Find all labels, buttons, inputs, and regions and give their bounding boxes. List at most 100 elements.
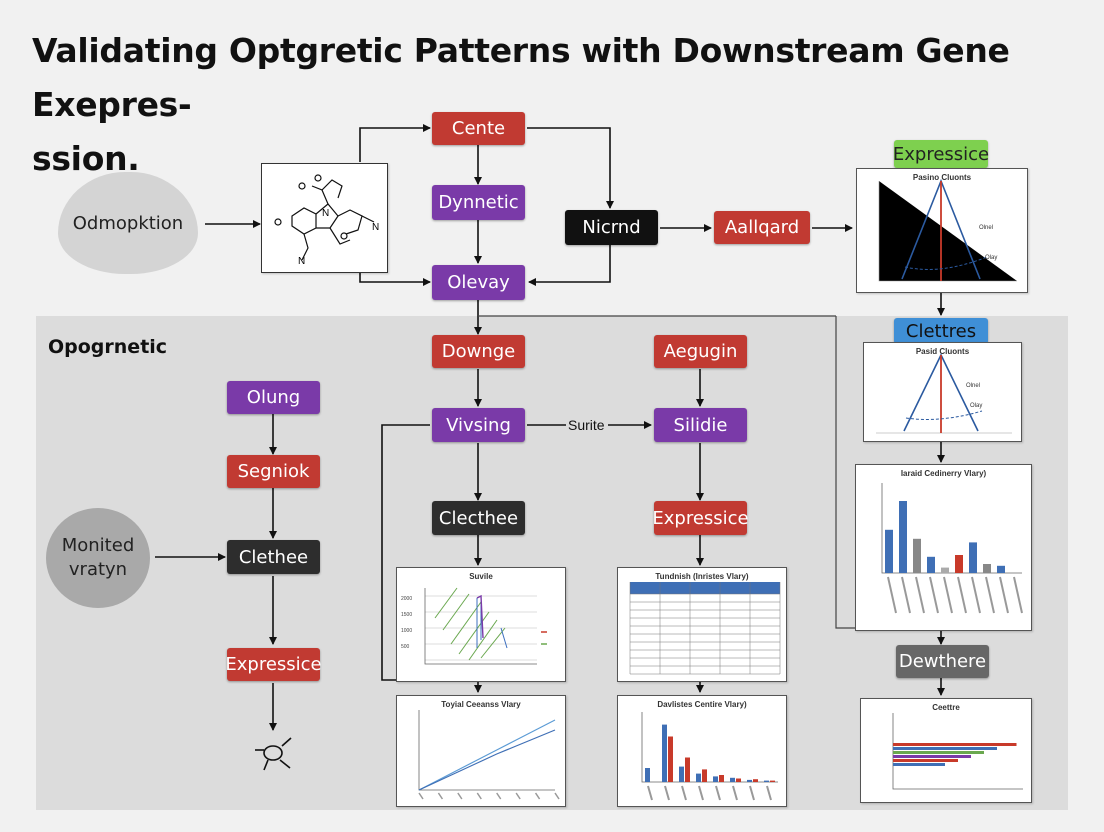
monited-node[interactable]: Monited vratyn bbox=[46, 508, 150, 608]
line-bottom-xtick-0 bbox=[418, 792, 424, 800]
svg-text:Olay: Olay bbox=[970, 403, 982, 409]
table-mid: Tundnish (Inristes Vlary) bbox=[617, 567, 787, 682]
bar-right-xtick-2 bbox=[915, 576, 925, 614]
bar-right-xtick-5 bbox=[957, 576, 967, 614]
odmopktion-node[interactable]: Odmopktion bbox=[58, 172, 198, 274]
bar-bottom-s0-0 bbox=[645, 768, 650, 782]
hbar-chart: Ceettre bbox=[860, 698, 1032, 803]
clettres-node[interactable]: Clettres bbox=[894, 318, 988, 344]
bar-bottom-xtick-4 bbox=[715, 785, 721, 801]
clecthee-mid-node[interactable]: Clecthee bbox=[432, 501, 525, 535]
olevay-node[interactable]: Olevay bbox=[432, 265, 525, 300]
bar-bottom-s1-6 bbox=[753, 779, 758, 782]
line-chart-bottom-title: Toyial Ceeanss Vlary bbox=[441, 700, 521, 709]
edge-nicrnd-olevay bbox=[528, 245, 611, 286]
bar-bottom-s1-4 bbox=[719, 775, 724, 782]
edge-vivsing-loop bbox=[381, 424, 430, 681]
bar-right-4 bbox=[941, 567, 949, 573]
bar-right-0 bbox=[885, 529, 893, 573]
line-bottom-xtick-3 bbox=[476, 792, 482, 800]
surite-edge-label: Surite bbox=[566, 417, 607, 433]
svg-text:1500: 1500 bbox=[401, 612, 412, 618]
edge-cente-nicrnd bbox=[527, 127, 614, 209]
line-bottom-xtick-1 bbox=[437, 792, 444, 800]
hbar-0 bbox=[893, 743, 1017, 746]
cente-node[interactable]: Cente bbox=[432, 112, 525, 145]
cone-chart-top: Pasino Cluonts Olnel Olay bbox=[856, 168, 1028, 293]
dewthere-node[interactable]: Dewthere bbox=[896, 645, 989, 678]
bar-bottom-xtick-3 bbox=[698, 785, 704, 801]
cone-chart-mid: Pasid Cluonts Olnel Olay bbox=[863, 342, 1022, 442]
bar-bottom-s0-6 bbox=[747, 779, 752, 782]
line-chart-mid: Suvile 2000 1500 1000 500 bbox=[396, 567, 566, 682]
cone-chart-top-title: Pasino Cluonts bbox=[912, 173, 972, 182]
bar-chart-right-plot bbox=[881, 483, 1023, 614]
hbar-chart-plot bbox=[892, 713, 1023, 790]
bar-right-2 bbox=[913, 538, 921, 573]
line-bottom-xtick-5 bbox=[515, 792, 521, 800]
bar-bottom-xtick-0 bbox=[647, 785, 653, 801]
hbar-5 bbox=[893, 763, 945, 766]
bar-bottom-xtick-1 bbox=[664, 785, 670, 801]
expressice-mid-node[interactable]: Expressice bbox=[652, 501, 749, 535]
line-bottom-series-0 bbox=[418, 719, 556, 791]
bar-bottom-xtick-2 bbox=[681, 785, 687, 801]
bar-chart-right-title: Iaraid Cedinerry Vlary) bbox=[900, 469, 987, 478]
bar-bottom-s1-3 bbox=[702, 769, 707, 782]
svg-text:Olay: Olay bbox=[985, 255, 997, 261]
bar-bottom-xtick-6 bbox=[749, 785, 755, 801]
line-bottom-series-1 bbox=[418, 729, 556, 791]
svg-text:1000: 1000 bbox=[401, 628, 412, 634]
svg-text:N: N bbox=[298, 256, 305, 267]
molecule-structure: N N N bbox=[274, 174, 379, 267]
cone-chart-mid-title: Pasid Cluonts bbox=[915, 347, 970, 356]
bar-bottom-s1-2 bbox=[685, 757, 690, 782]
edge-molecule-cente bbox=[359, 124, 431, 162]
bar-right-5 bbox=[955, 555, 963, 573]
expressice-left-node[interactable]: Expressice bbox=[225, 648, 322, 681]
molecule-structure-card: N N N bbox=[261, 163, 388, 273]
bar-right-1 bbox=[899, 501, 907, 573]
segniok-node[interactable]: Segniok bbox=[227, 455, 320, 488]
line-chart-bottom: Toyial Ceeanss Vlary bbox=[396, 695, 566, 807]
silidie-node[interactable]: Silidie bbox=[654, 408, 747, 442]
bar-bottom-s0-3 bbox=[696, 773, 701, 782]
bar-bottom-s1-1 bbox=[668, 736, 673, 782]
bar-right-3 bbox=[927, 556, 935, 573]
table-mid-title: Tundnish (Inristes Vlary) bbox=[655, 572, 749, 581]
dynnetic-node[interactable]: Dynnetic bbox=[432, 185, 525, 220]
svg-text:500: 500 bbox=[401, 644, 410, 650]
bar-bottom-s1-7 bbox=[770, 780, 775, 782]
line-chart-mid-title: Suvile bbox=[469, 572, 493, 581]
clethee-left-node[interactable]: Clethee bbox=[227, 540, 320, 574]
bar-chart-bottom: Davlistes Centire Vlary) bbox=[617, 695, 787, 807]
bar-chart-bottom-title: Davlistes Centire Vlary) bbox=[657, 700, 747, 709]
hbar-4 bbox=[893, 759, 958, 762]
line-bottom-xtick-6 bbox=[534, 792, 541, 800]
svg-text:N: N bbox=[372, 222, 379, 233]
nicrnd-node[interactable]: Nicrnd bbox=[565, 210, 658, 245]
bar-bottom-s0-4 bbox=[713, 776, 718, 782]
bar-chart-right: Iaraid Cedinerry Vlary) bbox=[855, 464, 1032, 631]
bar-bottom-s0-1 bbox=[662, 724, 667, 782]
downge-node[interactable]: Downge bbox=[432, 335, 525, 368]
olung-node[interactable]: Olung bbox=[227, 381, 320, 414]
line-bottom-xtick-2 bbox=[457, 792, 463, 800]
bar-right-xtick-3 bbox=[929, 576, 939, 614]
bar-bottom-xtick-7 bbox=[766, 785, 772, 801]
aallqard-node[interactable]: Aallqard bbox=[714, 211, 810, 244]
svg-text:2000: 2000 bbox=[401, 596, 412, 602]
line-bottom-xtick-4 bbox=[496, 792, 502, 800]
expressice-top-node[interactable]: Expressice bbox=[893, 140, 989, 168]
odmopktion-label: Odmopktion bbox=[72, 212, 184, 234]
vivsing-node[interactable]: Vivsing bbox=[432, 408, 525, 442]
bar-right-xtick-6 bbox=[971, 576, 981, 614]
hbar-2 bbox=[893, 751, 984, 754]
bar-right-xtick-9 bbox=[1013, 576, 1023, 614]
bar-chart-bottom-plot bbox=[641, 712, 778, 801]
bar-right-6 bbox=[969, 542, 977, 573]
monited-label: Monited vratyn bbox=[61, 535, 135, 580]
aegugin-node[interactable]: Aegugin bbox=[654, 335, 747, 368]
bar-bottom-s0-5 bbox=[730, 777, 735, 782]
